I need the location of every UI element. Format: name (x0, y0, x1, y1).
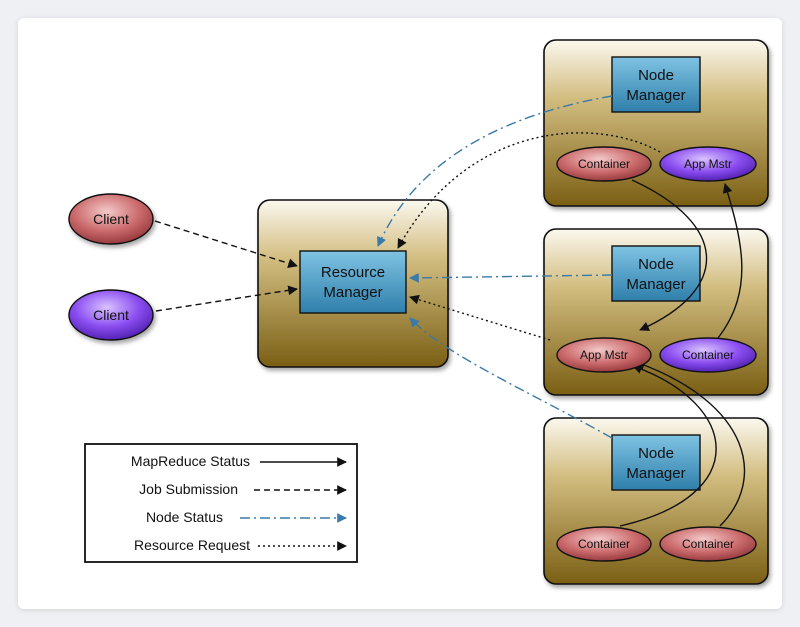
node-3-right-label: Container (682, 537, 734, 551)
legend-mapreduce-status-label: MapReduce Status (131, 453, 250, 469)
mapreduce-status-line-2 (717, 183, 743, 339)
node-3-container-right (659, 526, 757, 562)
node-1-right-label: App Mstr (684, 157, 732, 171)
node-1-app-master (659, 146, 757, 182)
node-manager-2 (611, 245, 701, 302)
mapreduce-status-line-1 (631, 179, 708, 331)
node-manager-3-line2: Manager (626, 465, 685, 482)
node-status-line-1 (377, 95, 613, 247)
client-1-label: Client (93, 211, 129, 227)
client-2-label: Client (93, 307, 129, 323)
node-2-left-label: App Mstr (580, 348, 628, 362)
node-manager-1-line2: Manager (626, 87, 685, 104)
client-1 (68, 193, 154, 245)
resource-manager-line2: Manager (323, 284, 382, 301)
resource-manager-line1: Resource (321, 264, 385, 281)
client-2 (68, 289, 154, 341)
node-status-line-3 (409, 317, 613, 439)
node-3-container-left (556, 526, 652, 562)
resource-request-line-1 (397, 132, 661, 249)
node-manager-2-line2: Manager (626, 276, 685, 293)
node-2-right-label: Container (682, 348, 734, 362)
legend-box (84, 443, 358, 563)
resource-manager (299, 250, 407, 314)
node-manager-1-line1: Node (638, 67, 674, 84)
legend-resource-request-label: Resource Request (134, 537, 250, 553)
node-manager-2-line1: Node (638, 256, 674, 273)
mapreduce-status-line-3 (619, 364, 717, 527)
legend-node-status-label: Node Status (146, 509, 223, 525)
job-submission-line-1 (154, 220, 298, 269)
legend-job-submission-label: Job Submission (139, 481, 238, 497)
node-1-left-label: Container (578, 157, 630, 171)
node-1-container (556, 146, 652, 182)
node-manager-3 (611, 434, 701, 491)
node-manager-3-line1: Node (638, 445, 674, 462)
node-2-container (659, 337, 757, 373)
node-status-line-2 (409, 272, 613, 283)
mapreduce-status-line-4 (635, 360, 746, 527)
node-3-left-label: Container (578, 537, 630, 551)
node-manager-1 (611, 56, 701, 113)
node-2-app-master (556, 337, 652, 373)
job-submission-line-2 (155, 285, 298, 312)
